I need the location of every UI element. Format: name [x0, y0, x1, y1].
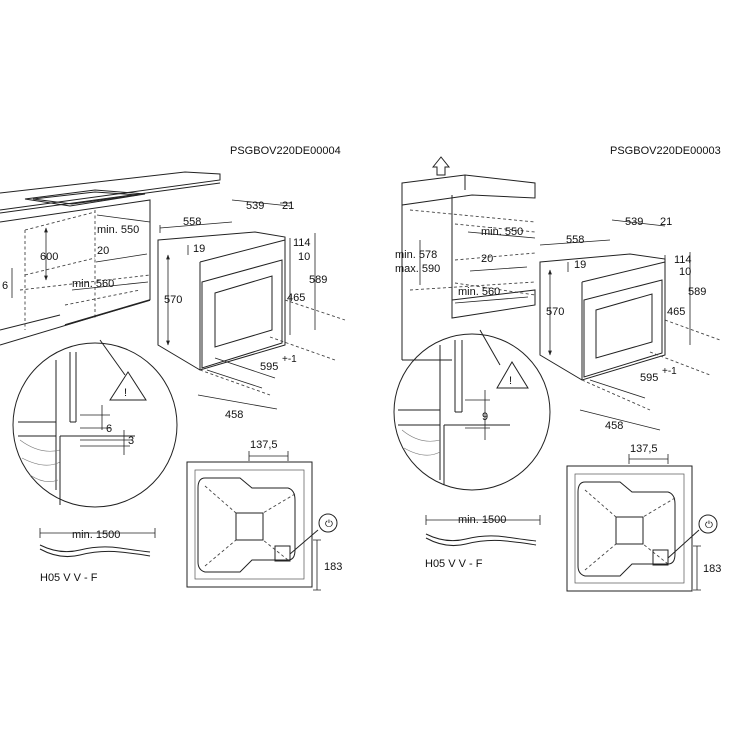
oven-height-r: 570 [546, 306, 564, 318]
oven-h114: 114 [293, 237, 311, 249]
cable-type-r: H05 V V - F [425, 558, 483, 570]
cabinet-front: 6 [2, 280, 8, 292]
warning-icon: ! [124, 387, 127, 399]
left-code: PSGBOV220DE00004 [230, 145, 341, 157]
cabinet-height: 600 [40, 251, 58, 263]
left-back-panel: ⏻ 137,5 183 [186, 439, 342, 591]
cabinet-height-max: max. 590 [395, 263, 440, 275]
right-oven: 558 539 21 19 114 10 570 465 589 595 +-1… [539, 216, 721, 432]
oven-depth: 539 [246, 200, 264, 212]
oven-width-r: 558 [566, 234, 584, 246]
oven-h589-r: 589 [688, 286, 706, 298]
oven-h10-r: 10 [679, 266, 691, 278]
oven-depth-open-r: 595 [640, 372, 658, 384]
plug-icon: ⏻ [325, 519, 333, 530]
oven-depth-open-sup-r: +-1 [662, 366, 677, 377]
oven-h465: 465 [287, 292, 305, 304]
cabinet-width-min: min. 560 [72, 278, 114, 290]
oven-front-depth-r: 21 [660, 216, 672, 228]
oven-h589: 589 [309, 274, 327, 286]
cabinet-width-min-r: min. 560 [458, 286, 500, 298]
cabinet-height-min: min. 578 [395, 249, 437, 261]
oven-front-depth: 21 [282, 200, 294, 212]
cabinet-gap: 20 [97, 245, 109, 257]
oven-top: 19 [193, 243, 205, 255]
cable-type: H05 V V - F [40, 572, 98, 584]
right-cabinet: min. 578 max. 590 min. 550 20 min. 560 [395, 156, 536, 361]
right-code: PSGBOV220DE00003 [610, 145, 721, 157]
left-cable: min. 1500 H05 V V - F [39, 528, 156, 584]
back-d137-r: 137,5 [630, 443, 658, 455]
oven-height: 570 [164, 294, 182, 306]
left-cabinet: 600 6 min. 550 20 min. 560 [0, 171, 221, 346]
back-d137: 137,5 [250, 439, 278, 451]
arrow-up-icon [431, 156, 451, 176]
cabinet-gap-r: 20 [481, 253, 493, 265]
warning-icon-r: ! [509, 375, 512, 387]
detail-d9: 9 [482, 411, 488, 423]
oven-h10: 10 [298, 251, 310, 263]
right-cable: min. 1500 H05 V V - F [425, 514, 541, 570]
oven-depth-open: 595 [260, 361, 278, 373]
oven-top-r: 19 [574, 259, 586, 271]
back-d183-r: 183 [703, 563, 721, 575]
right-panel: PSGBOV220DE00003 min. 578 max. 590 min. … [393, 145, 721, 592]
cabinet-depth-min: min. 550 [97, 224, 139, 236]
oven-depth-open-sup: +-1 [282, 354, 297, 365]
oven-h114-r: 114 [674, 254, 692, 266]
cabinet-depth-min-r: min. 550 [481, 226, 523, 238]
left-panel: PSGBOV220DE00004 600 6 min. 550 20 min. … [0, 145, 346, 591]
detail-d6: 6 [106, 423, 112, 435]
right-back-panel: ⏻ 137,5 183 [566, 443, 721, 592]
oven-width: 558 [183, 216, 201, 228]
oven-h465-r: 465 [667, 306, 685, 318]
oven-depth-bottom: 458 [225, 409, 243, 421]
detail-d3: 3 [128, 435, 134, 447]
cable-length-r: min. 1500 [458, 514, 506, 526]
left-detail: ! 6 3 [12, 339, 178, 508]
cable-length: min. 1500 [72, 529, 120, 541]
back-d183: 183 [324, 561, 342, 573]
right-detail: ! 9 [393, 329, 551, 491]
oven-depth-bottom-r: 458 [605, 420, 623, 432]
plug-icon-r: ⏻ [705, 520, 713, 531]
oven-depth-r: 539 [625, 216, 643, 228]
left-oven: 558 539 21 19 114 10 570 465 589 595 +-1… [157, 199, 346, 421]
